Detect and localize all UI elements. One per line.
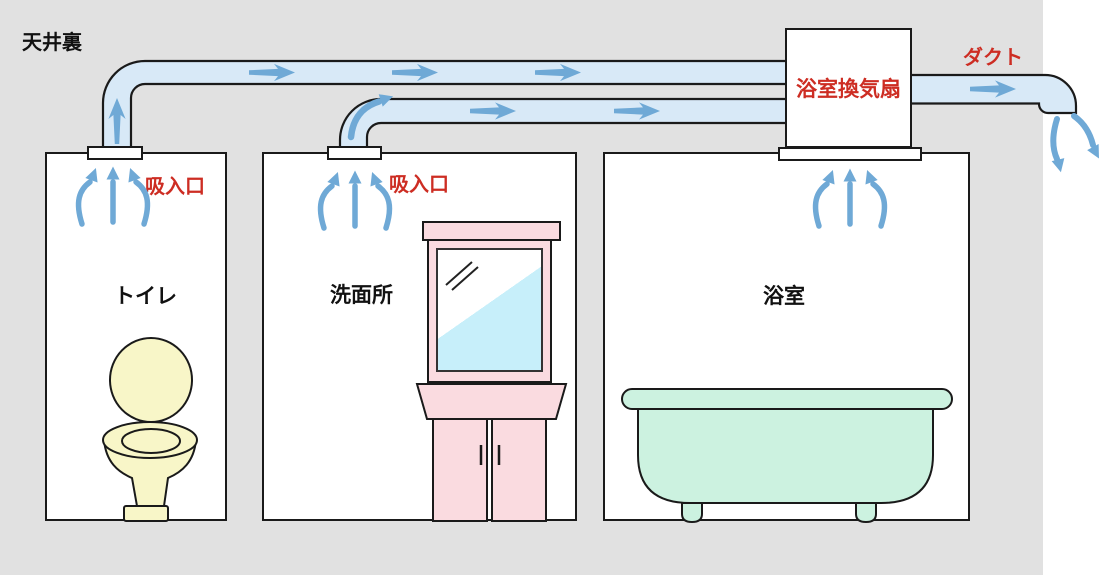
room-washroom	[262, 152, 577, 521]
room-bathroom	[603, 152, 970, 521]
room-name-bathroom: 浴室	[763, 285, 805, 308]
ventilation-fan-unit: 浴室換気扇	[785, 28, 912, 148]
fan-label: 浴室換気扇	[796, 78, 901, 101]
intake-vent-toilet	[87, 146, 143, 160]
intake-vent-washroom	[327, 146, 382, 160]
intake-vent-bathroom	[778, 147, 922, 161]
room-name-toilet: トイレ	[114, 285, 177, 308]
intake-label-washroom: 吸入口	[389, 174, 449, 196]
duct-label: ダクト	[963, 47, 1023, 69]
exhaust-outside-arrows	[1050, 113, 1100, 174]
room-toilet	[45, 152, 227, 521]
room-name-washroom: 洗面所	[330, 284, 393, 307]
intake-label-toilet: 吸入口	[145, 176, 205, 198]
attic-label: 天井裏	[22, 32, 82, 54]
